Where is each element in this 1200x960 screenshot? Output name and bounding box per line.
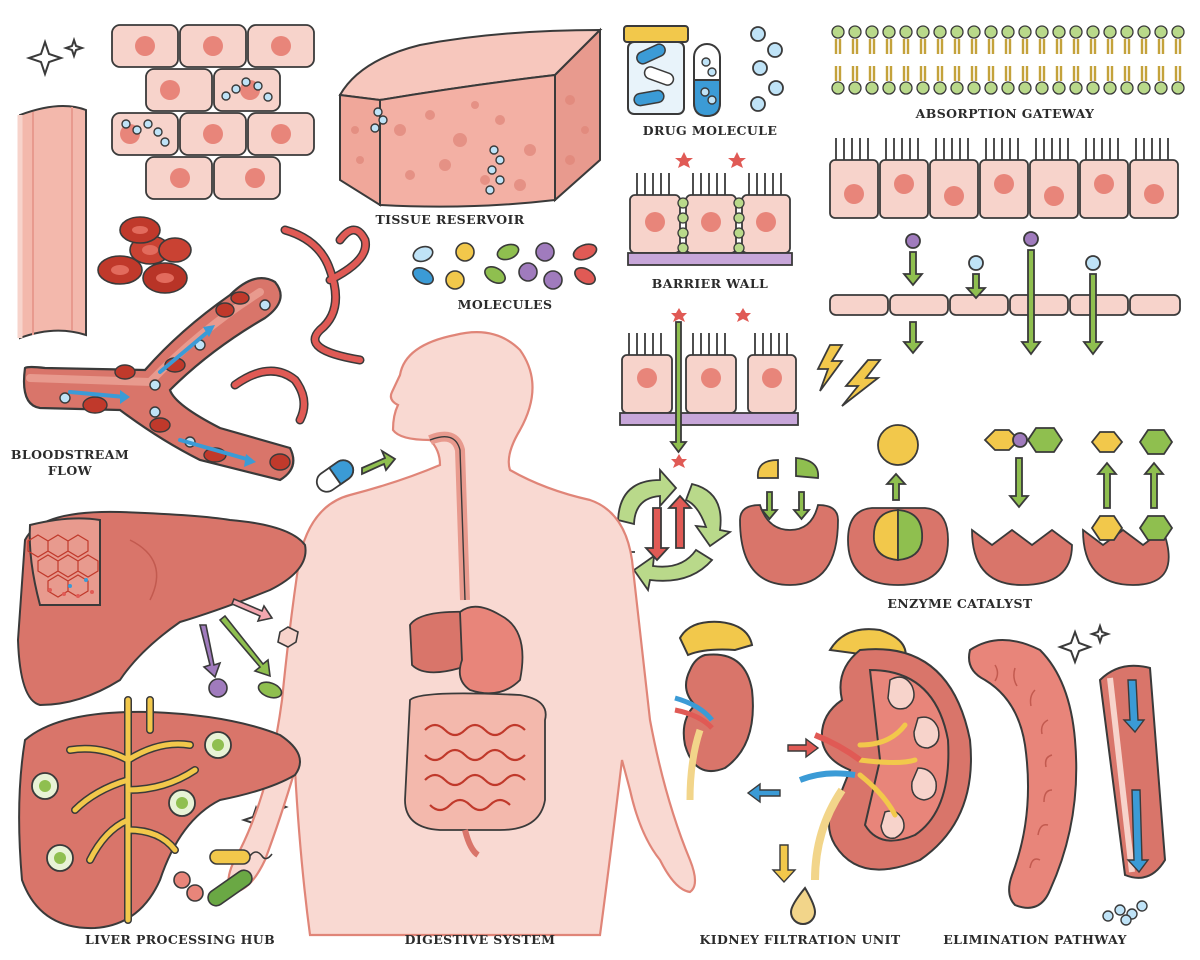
pill-capsule-icon [315,448,397,493]
metabolite-arrows [198,597,299,699]
label-tissue-reservoir: TISSUE RESERVOIR [375,212,525,227]
red-blood-cells [97,216,192,294]
barrier-wall-cells [627,152,793,266]
lipid-bilayer [831,25,1185,95]
label-enzyme-catalyst: ENZYME CATALYST [887,596,1033,611]
enzyme-stage-3 [971,427,1073,586]
label-digestive-system: DIGESTIVE SYSTEM [404,932,556,947]
label-absorption-gateway: ABSORPTION GATEWAY [915,106,1095,121]
liver-bile-ducts [18,696,301,930]
enzyme-stage-1 [739,457,839,586]
label-molecules: MOLECULES [457,297,553,312]
capillary-squiggle [230,225,371,425]
bacteria-icon [173,849,273,907]
vessel-segment [17,105,87,340]
label-bloodstream-line1: BLOODSTREAM [10,447,130,462]
label-barrier-wall: BARRIER WALL [651,276,769,291]
transport-membrane [829,231,1181,356]
label-liver-processing-hub: LIVER PROCESSING HUB [84,932,276,947]
kidney-small [674,620,754,801]
label-bloodstream-line2: FLOW [47,463,93,478]
label-drug-molecule: DRUG MOLECULE [642,123,778,138]
liver-cross-section [16,510,307,707]
lightning-bolt-icon [816,344,882,407]
epithelial-cell-row [829,138,1179,219]
label-kidney-filtration-unit: KIDNEY FILTRATION UNIT [699,932,901,947]
elimination-tube [1098,664,1167,926]
label-elimination-pathway: ELIMINATION PATHWAY [943,932,1127,947]
tissue-block [338,27,603,208]
barrier-wall-cells-lower [619,308,799,468]
digestive-organs [404,431,547,858]
molecule-capsules [412,242,598,290]
cell-grid [111,24,315,200]
recycle-cycle [617,467,733,593]
drug-jar [623,25,784,118]
label-bloodstream-flow: BLOODSTREAM FLOW [10,447,130,479]
kidney-large [746,628,972,925]
enzyme-stage-4 [1082,429,1174,586]
enzyme-stage-2 [847,424,949,586]
bloodstream-vessel [22,277,295,482]
colon-segment [968,639,1078,909]
